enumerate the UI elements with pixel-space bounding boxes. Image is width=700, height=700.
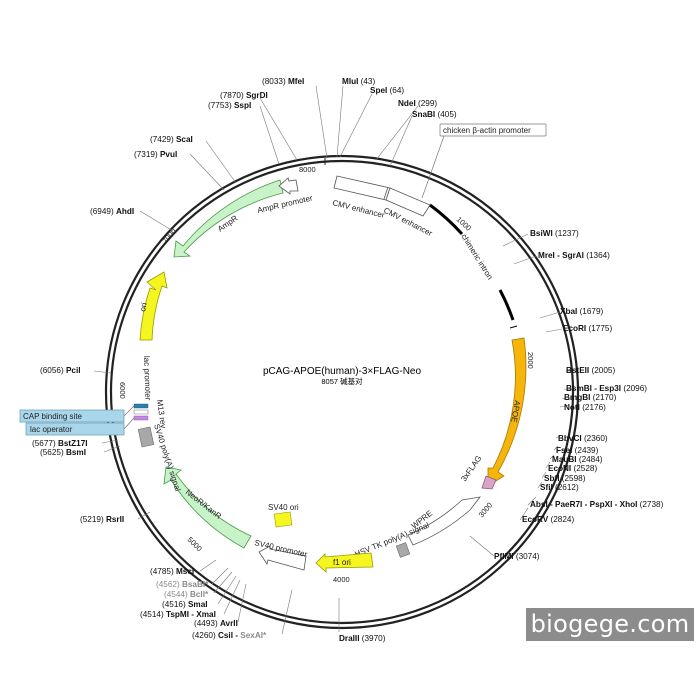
svg-text:SV40 ori: SV40 ori	[268, 503, 299, 512]
site-noti: NotI (2176)	[564, 403, 606, 412]
site-mrei-sgrai: MreI - SgrAI (1364)	[538, 251, 610, 260]
site-mfei: (8033) MfeI	[262, 77, 304, 86]
backbone-outer	[104, 154, 580, 630]
feature-chimeric-intron: chimeric intron	[459, 232, 518, 329]
tick-5000: 5000	[186, 535, 204, 553]
tick-7000: 7000	[160, 227, 177, 246]
site-bmgbi: BmgBI (2170)	[564, 393, 617, 402]
site-avrii: (4493) AvrII	[194, 619, 238, 628]
site-xbai: XbaI (1679)	[560, 307, 604, 316]
svg-text:chimeric intron: chimeric intron	[459, 232, 494, 281]
svg-text:ori: ori	[138, 302, 149, 313]
site-bsmbi-esp3i: BsmBI - Esp3I (2096)	[566, 384, 647, 393]
feature-lac-promoter: lac promoter	[142, 356, 153, 401]
callout-chicken-actin: chicken β-actin promoter	[421, 123, 547, 199]
site-pvui: (7319) PvuI	[134, 150, 177, 159]
callout-cap-binding: CAP binding site	[19, 405, 135, 423]
site-ecori: EcoRI (1775)	[563, 324, 612, 333]
site-sfii: SfiI (2612)	[540, 483, 579, 492]
feature-sv40-promoter: SV40 promoter	[254, 538, 308, 571]
site-ndei: NdeI (299)	[398, 99, 437, 108]
feature-chicken-actin-bar	[429, 203, 464, 236]
site-bsiwi: BsiWI (1237)	[530, 229, 579, 238]
svg-text:lac operator: lac operator	[30, 425, 73, 434]
site-leaders	[93, 85, 573, 635]
feature-ori: ori	[138, 271, 168, 341]
feature-m13-rev: M13 rev	[155, 399, 168, 429]
site-csii: (4260) CsiI - SexAI*	[192, 631, 267, 640]
svg-text:chicken β-actin promoter: chicken β-actin promoter	[443, 126, 531, 135]
watermark: biogege.com	[526, 608, 694, 641]
site-scai: (7429) ScaI	[150, 135, 193, 144]
site-pcii: (6056) PciI	[40, 366, 81, 375]
site-spei: SpeI (64)	[370, 86, 404, 95]
site-tspmi-xmai: (4514) TspMI - XmaI	[140, 610, 216, 619]
site-draiii: DraIII (3970)	[339, 634, 386, 643]
site-bcli: (4544) BclI*	[164, 590, 209, 599]
backbone-inner	[109, 159, 575, 625]
site-sgrdi: (7870) SgrDI	[220, 91, 268, 100]
map-title: pCAG-APOE(human)-3×FLAG-Neo	[263, 366, 422, 377]
site-sexai: SexAI*	[240, 631, 267, 640]
tick-6000: 6000	[118, 382, 127, 399]
svg-text:CAP binding site: CAP binding site	[23, 412, 83, 421]
svg-text:APOE: APOE	[509, 400, 522, 423]
site-sspi: (7753) SspI	[208, 101, 251, 110]
feature-sv40-ori: SV40 ori	[268, 503, 299, 528]
svg-text:f1 ori: f1 ori	[333, 558, 351, 567]
site-rsrii: (5219) RsrII	[80, 515, 124, 524]
site-econi: EcoNI (2528)	[548, 464, 597, 473]
tick-2000: 2000	[526, 352, 535, 369]
site-bsabi: (4562) BsaBI*	[156, 580, 209, 589]
site-bstz17i: (5677) BstZ17I	[32, 439, 88, 448]
feature-f1-ori: f1 ori	[315, 552, 374, 573]
feature-apoe: APOE	[487, 337, 527, 487]
callout-lac-operator: lac operator	[25, 417, 135, 436]
site-ahdi: (6949) AhdI	[90, 207, 134, 216]
site-sbfi: SbfI (2598)	[544, 474, 586, 483]
tick-8000: 8000	[299, 165, 316, 174]
svg-text:CMV enhancer: CMV enhancer	[332, 198, 386, 220]
site-msci: (4785) MscI	[150, 567, 194, 576]
site-snabi: SnaBI (405)	[412, 110, 457, 119]
site-xhoi-group: AbsI - PaeR7I - PspXI - XhoI (2738)	[530, 500, 664, 509]
site-bsteii: BstEII (2005)	[566, 366, 615, 375]
tick-4000: 4000	[333, 575, 350, 584]
site-bbvci: BbvCI (2360)	[558, 434, 608, 443]
site-labels: (8033) MfeI MluI (43) SpeI (64) (7870) S…	[32, 77, 664, 643]
site-pflmi: PflMI (3074)	[494, 552, 540, 561]
tick-3000: 3000	[477, 501, 495, 520]
feature-lac-cluster: M13 rev lac promoter	[133, 356, 168, 429]
site-ecorv: EcoRV (2824)	[522, 515, 574, 524]
site-smai: (4516) SmaI	[162, 600, 208, 609]
site-maubi: MauBI (2484)	[552, 455, 603, 464]
feature-sv40-polya: SV40 poly(A) signal	[137, 423, 182, 493]
map-subtitle: 8057 碱基对	[321, 376, 363, 386]
site-mlui: MluI (43)	[342, 77, 375, 86]
site-fsei: FseI (2439)	[556, 446, 599, 455]
svg-text:3xFLAG: 3xFLAG	[459, 454, 483, 483]
feature-cmv-enhancer-2: CMV enhancer	[382, 186, 434, 238]
feature-wpre: WPRE	[407, 496, 481, 546]
site-bsmi: (5625) BsmI	[40, 448, 86, 457]
